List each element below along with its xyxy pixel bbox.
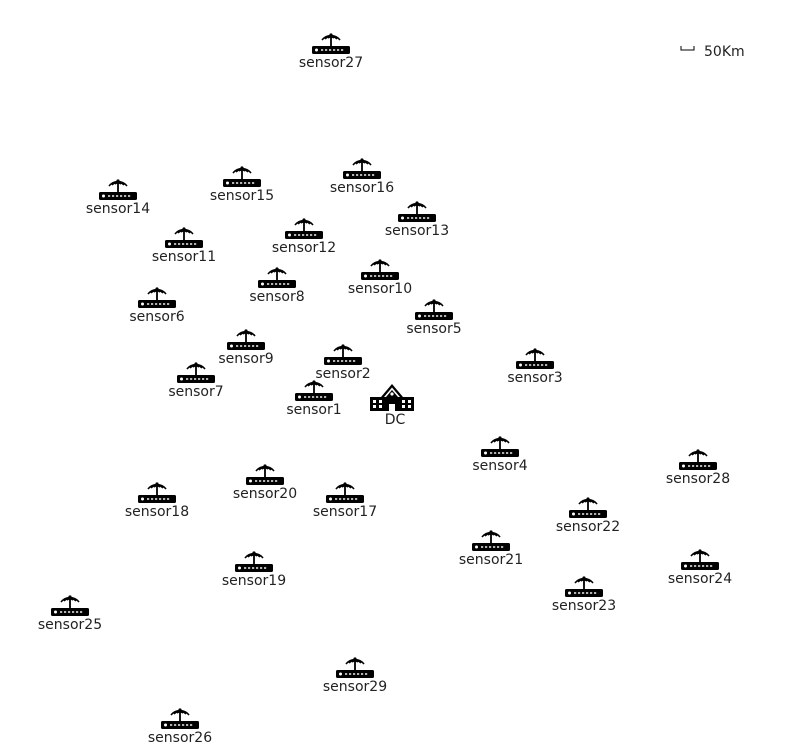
- sensor-node-sensor18[interactable]: sensor18: [125, 481, 189, 520]
- sensor-label: sensor11: [152, 249, 216, 265]
- sensor-node-sensor17[interactable]: sensor17: [313, 481, 377, 520]
- sensor-node-sensor24[interactable]: sensor24: [668, 548, 732, 587]
- wireless-router-icon: [222, 165, 262, 188]
- sensor-label: sensor9: [218, 351, 273, 367]
- sensor-label: sensor1: [286, 402, 341, 418]
- sensor-label: sensor8: [249, 289, 304, 305]
- sensor-label: sensor15: [210, 188, 274, 204]
- scale-bar: 50Km: [680, 44, 745, 60]
- wireless-router-icon: [397, 200, 437, 223]
- sensor-label: sensor22: [556, 519, 620, 535]
- wireless-router-icon: [360, 258, 400, 281]
- sensor-node-sensor13[interactable]: sensor13: [385, 200, 449, 239]
- wireless-router-icon: [471, 529, 511, 552]
- sensor-node-sensor2[interactable]: sensor2: [315, 343, 371, 382]
- sensor-label: sensor10: [348, 281, 412, 297]
- wireless-router-icon: [414, 298, 454, 321]
- wireless-router-icon: [480, 435, 520, 458]
- wireless-router-icon: [98, 178, 138, 201]
- wireless-router-icon: [284, 217, 324, 240]
- wireless-router-icon: [294, 379, 334, 402]
- sensor-label: sensor4: [472, 458, 527, 474]
- wireless-router-icon: [257, 266, 297, 289]
- scale-bar-line: [680, 46, 695, 51]
- sensor-label: sensor2: [315, 366, 370, 382]
- sensor-label: sensor29: [323, 679, 387, 695]
- sensor-node-sensor12[interactable]: sensor12: [272, 217, 336, 256]
- sensor-node-sensor7[interactable]: sensor7: [168, 361, 224, 400]
- wireless-router-icon: [568, 496, 608, 519]
- sensor-node-sensor14[interactable]: sensor14: [86, 178, 150, 217]
- wireless-router-icon: [311, 32, 351, 55]
- wireless-router-icon: [342, 157, 382, 180]
- sensor-label: sensor23: [552, 598, 616, 614]
- sensor-node-sensor5[interactable]: sensor5: [406, 298, 462, 337]
- sensor-node-sensor28[interactable]: sensor28: [666, 448, 730, 487]
- wireless-router-icon: [678, 448, 718, 471]
- wireless-router-icon: [335, 656, 375, 679]
- sensor-label: sensor12: [272, 240, 336, 256]
- wireless-router-icon: [50, 594, 90, 617]
- sensor-node-sensor25[interactable]: sensor25: [38, 594, 102, 633]
- sensor-node-sensor3[interactable]: sensor3: [507, 347, 563, 386]
- sensor-node-sensor15[interactable]: sensor15: [210, 165, 274, 204]
- sensor-node-sensor19[interactable]: sensor19: [222, 550, 286, 589]
- sensor-node-sensor26[interactable]: sensor26: [148, 707, 212, 746]
- sensor-label: sensor14: [86, 201, 150, 217]
- wireless-router-icon: [515, 347, 555, 370]
- sensor-label: sensor6: [129, 309, 184, 325]
- wireless-router-icon: [323, 343, 363, 366]
- sensor-node-sensor6[interactable]: sensor6: [129, 286, 185, 325]
- sensor-layer: sensor1 sensor2 sensor3 sensor4 sensor5 senso…: [38, 32, 732, 746]
- sensor-label: sensor21: [459, 552, 523, 568]
- sensor-node-sensor29[interactable]: sensor29: [323, 656, 387, 695]
- sensor-node-sensor11[interactable]: sensor11: [152, 226, 216, 265]
- wireless-router-icon: [160, 707, 200, 730]
- sensor-label: sensor17: [313, 504, 377, 520]
- sensor-label: sensor3: [507, 370, 562, 386]
- scale-label: 50Km: [704, 44, 745, 60]
- sensor-label: sensor26: [148, 730, 212, 746]
- sensor-node-sensor23[interactable]: sensor23: [552, 575, 616, 614]
- sensor-node-sensor16[interactable]: sensor16: [330, 157, 394, 196]
- sensor-node-sensor22[interactable]: sensor22: [556, 496, 620, 535]
- wireless-router-icon: [164, 226, 204, 249]
- wireless-router-icon: [680, 548, 720, 571]
- sensor-node-sensor10[interactable]: sensor10: [348, 258, 412, 297]
- sensor-label: sensor24: [668, 571, 732, 587]
- wireless-router-icon: [564, 575, 604, 598]
- sensor-label: sensor16: [330, 180, 394, 196]
- sensor-label: sensor25: [38, 617, 102, 633]
- sensor-node-sensor27[interactable]: sensor27: [299, 32, 363, 71]
- wireless-router-icon: [234, 550, 274, 573]
- sensor-label: sensor18: [125, 504, 189, 520]
- wireless-router-icon: [226, 328, 266, 351]
- sensor-label: sensor27: [299, 55, 363, 71]
- dc-label: DC: [385, 412, 406, 428]
- sensor-label: sensor5: [406, 321, 461, 337]
- sensor-node-sensor1[interactable]: sensor1: [286, 379, 342, 418]
- sensor-label: sensor28: [666, 471, 730, 487]
- wireless-router-icon: [176, 361, 216, 384]
- sensor-node-sensor9[interactable]: sensor9: [218, 328, 274, 367]
- school-building-icon: [370, 384, 414, 411]
- wireless-router-icon: [325, 481, 365, 504]
- sensor-node-sensor20[interactable]: sensor20: [233, 463, 297, 502]
- sensor-label: sensor19: [222, 573, 286, 589]
- sensor-node-sensor8[interactable]: sensor8: [249, 266, 305, 305]
- sensor-node-sensor21[interactable]: sensor21: [459, 529, 523, 568]
- sensor-label: sensor7: [168, 384, 223, 400]
- dc-node[interactable]: DC: [370, 384, 414, 428]
- wireless-router-icon: [137, 481, 177, 504]
- sensor-label: sensor20: [233, 486, 297, 502]
- wireless-router-icon: [137, 286, 177, 309]
- sensor-node-sensor4[interactable]: sensor4: [472, 435, 528, 474]
- sensor-label: sensor13: [385, 223, 449, 239]
- wireless-router-icon: [245, 463, 285, 486]
